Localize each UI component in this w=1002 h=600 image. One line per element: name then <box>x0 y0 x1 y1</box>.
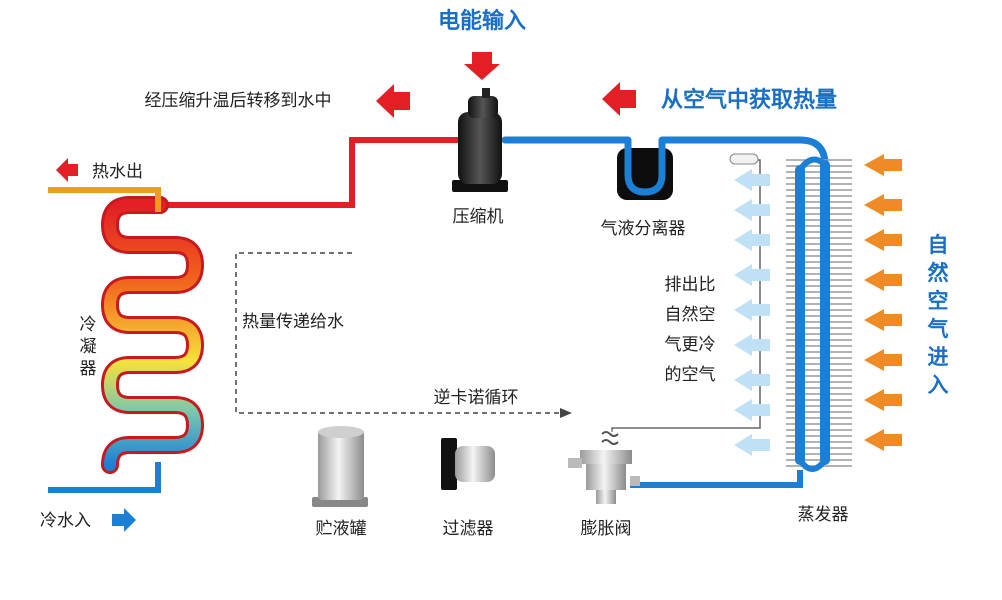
absorb-arrow <box>602 82 636 116</box>
intake-air-arrow <box>864 269 902 291</box>
svg-text:排出比: 排出比 <box>665 275 716 295</box>
reverse-carnot-arrow <box>235 252 560 414</box>
condenser-coil <box>101 196 204 474</box>
reverse-carnot-label: 逆卡诺循环 <box>434 388 519 408</box>
svg-text:空: 空 <box>928 289 949 313</box>
exhaust-air-arrow <box>734 199 770 221</box>
svg-text:气: 气 <box>927 317 949 341</box>
compressor <box>452 88 508 192</box>
svg-text:自然空: 自然空 <box>665 305 716 325</box>
hot-water-out-arrow <box>56 158 78 182</box>
liquid-line <box>195 459 803 488</box>
intake-air-arrow <box>864 429 902 451</box>
exhaust-air-arrow <box>734 369 770 391</box>
exhaust-air-arrow <box>734 434 770 456</box>
exhaust-air-arrow <box>734 399 770 421</box>
svg-text:凝: 凝 <box>80 337 97 357</box>
exhaust-air-label: 排出比 自然空 气更冷 的空气 <box>665 275 716 385</box>
cold-water-in-label: 冷水入 <box>40 511 91 531</box>
cycle-arrowhead <box>560 408 572 418</box>
power-input-label: 电能输入 <box>438 8 526 34</box>
natural-air-in-label: 自 然 空 气 进 入 <box>927 233 949 397</box>
svg-text:进: 进 <box>928 345 949 369</box>
svg-text:入: 入 <box>928 373 949 397</box>
exhaust-air-arrow <box>734 264 770 286</box>
svg-text:冷: 冷 <box>80 315 97 335</box>
absorb-label: 从空气中获取热量 <box>661 87 837 113</box>
power-input-arrow <box>464 52 500 80</box>
filter <box>441 438 495 490</box>
exhaust-air-arrow <box>734 169 770 191</box>
svg-text:器: 器 <box>80 359 97 379</box>
exhaust-air-arrow <box>734 229 770 251</box>
exhaust-air-arrows <box>734 169 770 456</box>
intake-air-arrow <box>864 349 902 371</box>
hot-discharge-pipe <box>160 137 470 208</box>
svg-text:自: 自 <box>928 233 949 257</box>
svg-text:的空气: 的空气 <box>665 365 716 385</box>
svg-text:然: 然 <box>928 261 949 285</box>
svg-text:气更冷: 气更冷 <box>665 335 716 355</box>
receiver-label: 贮液罐 <box>316 519 367 539</box>
condenser-label: 冷 凝 器 <box>80 315 97 379</box>
expansion-valve <box>568 430 640 504</box>
cold-water-in-pipe <box>48 462 161 493</box>
transfer-label: 经压缩升温后转移到水中 <box>145 91 332 111</box>
intake-air-arrow <box>864 309 902 331</box>
compressor-label: 压缩机 <box>453 207 504 227</box>
hot-water-out-label: 热水出 <box>92 162 143 182</box>
evaporator-label: 蒸发器 <box>798 505 849 525</box>
hot-water-out-pipe <box>48 187 161 212</box>
intake-air-arrow <box>864 389 902 411</box>
capillary-line <box>611 159 761 430</box>
transfer-arrow <box>376 84 410 118</box>
intake-air-arrow <box>864 229 902 251</box>
cold-water-in-arrow <box>112 508 136 532</box>
intake-air-arrow <box>864 154 902 176</box>
sensor-bulb <box>729 153 759 165</box>
intake-air-arrows <box>864 154 902 451</box>
receiver-tank <box>312 426 368 507</box>
intake-air-arrow <box>864 194 902 216</box>
separator-label: 气液分离器 <box>601 219 686 239</box>
heat-to-water-label: 热量传递给水 <box>242 312 344 332</box>
filter-label: 过滤器 <box>443 519 494 539</box>
separator <box>617 140 673 200</box>
exhaust-air-arrow <box>734 334 770 356</box>
expansion-valve-label: 膨胀阀 <box>581 519 632 539</box>
exhaust-air-arrow <box>734 299 770 321</box>
evaporator <box>786 156 852 472</box>
